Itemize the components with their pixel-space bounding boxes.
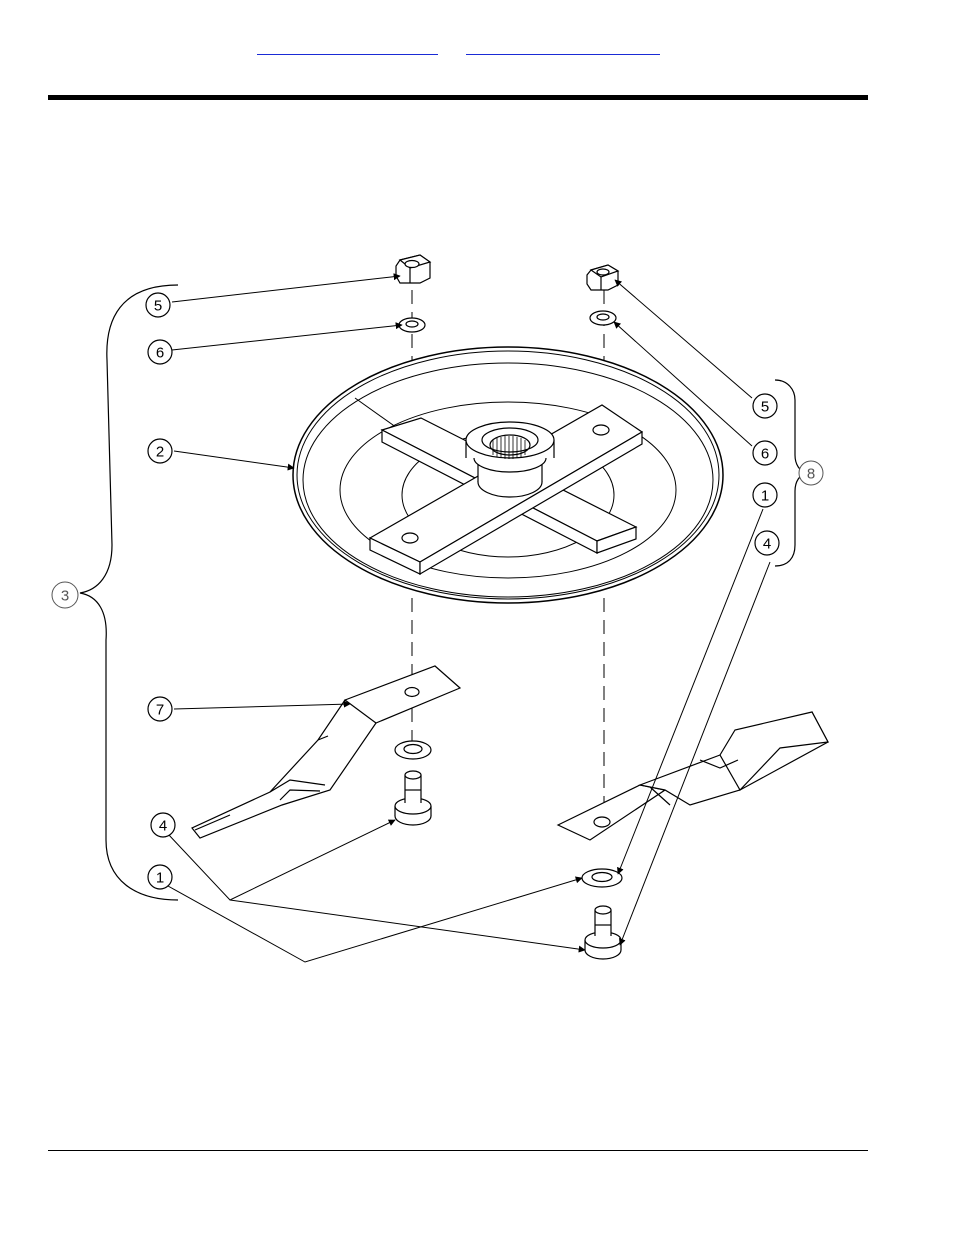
nut-right [587,265,618,290]
callout-8-label: 8 [807,466,815,483]
callout-1-right-label: 1 [761,488,769,505]
callout-6-left: 6 [148,340,172,364]
callout-8: 8 [799,461,823,485]
callout-1-left-label: 1 [156,870,164,887]
bolt-left [395,771,431,825]
washer-right [590,311,616,325]
callout-7-label: 7 [156,702,164,719]
callout-3-label: 3 [61,588,69,605]
callout-3: 3 [52,582,78,608]
callout-6-left-label: 6 [156,345,164,362]
leader-lines-multi [168,820,585,962]
callout-2-label: 2 [156,444,164,461]
callout-5-left-label: 5 [154,298,162,315]
washer-lower-left [395,741,431,759]
washer-left [399,318,425,332]
callout-4-right: 4 [755,531,779,555]
callout-5-right-label: 5 [761,399,769,416]
callout-5-left: 5 [146,293,170,317]
callout-1-left: 1 [148,865,172,889]
callout-1-right: 1 [753,483,777,507]
callout-4-left-label: 4 [159,818,167,835]
washer-lower-right [582,869,622,887]
nut-left [396,255,430,283]
callout-4-left: 4 [151,813,175,837]
bracket-3 [80,285,178,900]
callout-4-right-label: 4 [763,536,771,553]
blade-right [558,712,828,840]
callout-5-right: 5 [753,394,777,418]
callout-2: 2 [148,439,172,463]
footer-rule [48,1150,868,1151]
callout-6-right: 6 [753,441,777,465]
bolt-right [585,906,621,959]
callout-6-right-label: 6 [761,446,769,463]
callout-7: 7 [148,697,172,721]
